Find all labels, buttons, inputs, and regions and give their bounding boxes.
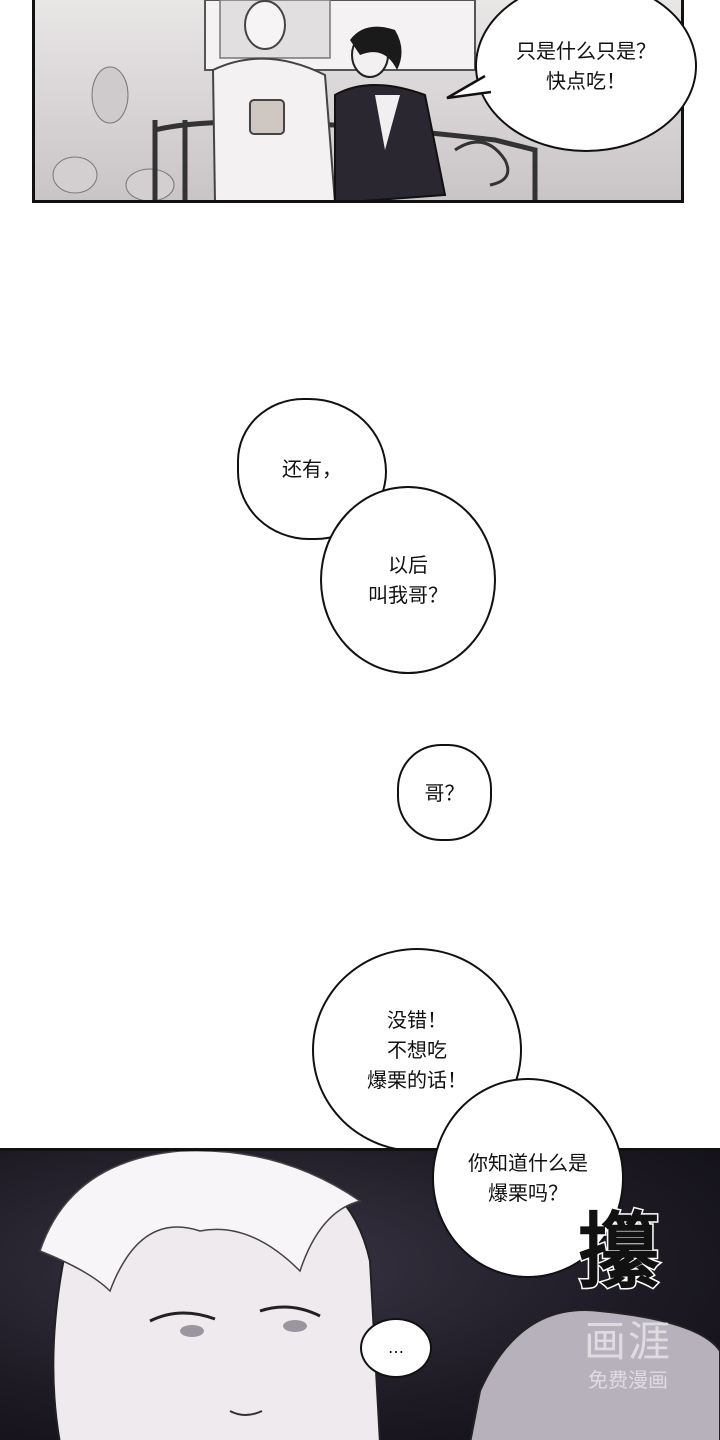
speech-bubble-ellipsis: …: [360, 1318, 432, 1378]
speech-bubble-ge: 哥？: [397, 744, 492, 841]
watermark-caption: 免费漫画: [588, 1368, 668, 1392]
speech-bubble-jiaowoge: 以后 叫我哥？: [320, 486, 496, 674]
ellipsis-text: …: [388, 1338, 404, 1357]
bubble-line: 叫我哥？: [368, 583, 448, 607]
bubble-line: 以后: [388, 553, 428, 577]
bubble-line: 不想吃: [387, 1038, 447, 1062]
bubble-tail: [446, 74, 492, 100]
bubble-line: 没错！: [387, 1008, 447, 1032]
bubble-line: 爆栗的话！: [367, 1068, 467, 1092]
bubble-line: 快点吃！: [546, 69, 626, 93]
speech-bubble-baoli: 你知道什么是 爆栗吗？: [432, 1078, 624, 1278]
bubble-line: 只是什么只是？: [516, 39, 656, 63]
watermark: 画涯 免费漫画: [566, 1318, 690, 1394]
bubble-line: 还有，: [282, 457, 342, 481]
bubble-line: 爆栗吗？: [488, 1181, 568, 1205]
bubble-line: 你知道什么是: [468, 1151, 588, 1175]
speech-bubble-top: 只是什么只是？ 快点吃！: [475, 0, 697, 152]
bubble-line: 哥？: [424, 780, 465, 805]
watermark-logo: 画涯: [583, 1317, 672, 1366]
sfx-grab: 攥: [576, 1205, 661, 1300]
top-panel-art: [52, 0, 538, 200]
bottom-panel-art: [39, 1151, 720, 1440]
